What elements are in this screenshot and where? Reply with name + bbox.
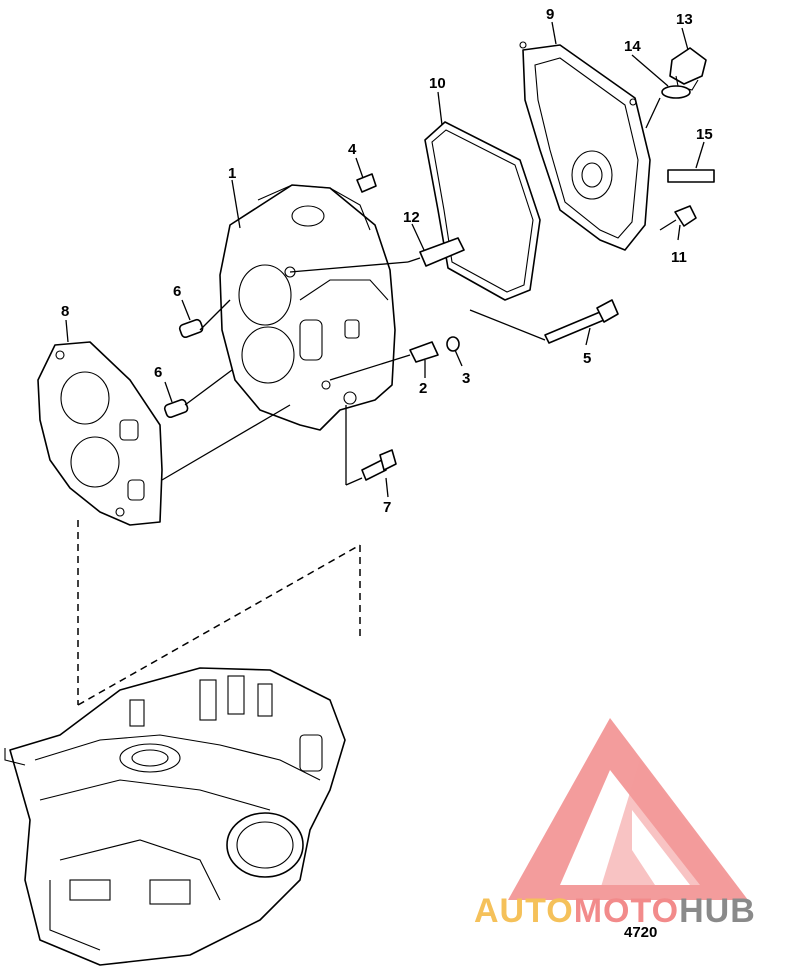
callout-6b: 6 xyxy=(154,364,162,381)
callout-13: 13 xyxy=(676,11,693,28)
valve-cover-part-9 xyxy=(519,41,651,251)
callout-15: 15 xyxy=(696,126,713,143)
leader-lines xyxy=(65,21,705,498)
head-gasket-part-8 xyxy=(37,341,163,526)
dashed-reference-lines xyxy=(77,520,361,706)
callout-14: 14 xyxy=(624,38,641,55)
cylinder-head-part-1 xyxy=(219,184,396,431)
callout-9: 9 xyxy=(546,6,554,23)
callout-7: 7 xyxy=(383,499,391,516)
bolt-part-11 xyxy=(659,205,697,231)
callout-5: 5 xyxy=(583,350,591,367)
figure-number: 4720 xyxy=(624,924,657,941)
valve-cover-gasket-part-10 xyxy=(424,121,541,301)
callout-8: 8 xyxy=(61,303,69,320)
bolt-part-7 xyxy=(361,449,397,481)
oil-filler-cap-part-13 xyxy=(669,47,707,91)
callout-labels: 1 2 3 4 5 6 6 7 8 9 10 11 12 13 14 15 xyxy=(61,6,713,516)
fitting-part-4 xyxy=(356,173,377,193)
watermark-text: AUTOMOTOHUB xyxy=(474,892,756,930)
watermark-logo-icon xyxy=(508,718,748,900)
o-ring-part-14 xyxy=(661,85,691,99)
dowel-pin-part-6-upper xyxy=(178,318,204,339)
engine-block xyxy=(4,667,346,966)
callout-3: 3 xyxy=(462,370,470,387)
callout-4: 4 xyxy=(348,141,357,158)
callout-12: 12 xyxy=(403,209,420,226)
sensor-part-2 xyxy=(409,341,439,363)
washer-part-3 xyxy=(446,336,460,352)
callout-2: 2 xyxy=(419,380,427,397)
callout-6a: 6 xyxy=(173,283,181,300)
callout-10: 10 xyxy=(429,75,446,92)
callout-1: 1 xyxy=(228,165,236,182)
spark-plug-part-12 xyxy=(407,237,465,267)
head-bolt-part-5 xyxy=(544,299,619,344)
label-part-15 xyxy=(667,169,715,183)
dowel-pin-part-6-lower xyxy=(163,398,189,419)
callout-11: 11 xyxy=(671,249,687,266)
